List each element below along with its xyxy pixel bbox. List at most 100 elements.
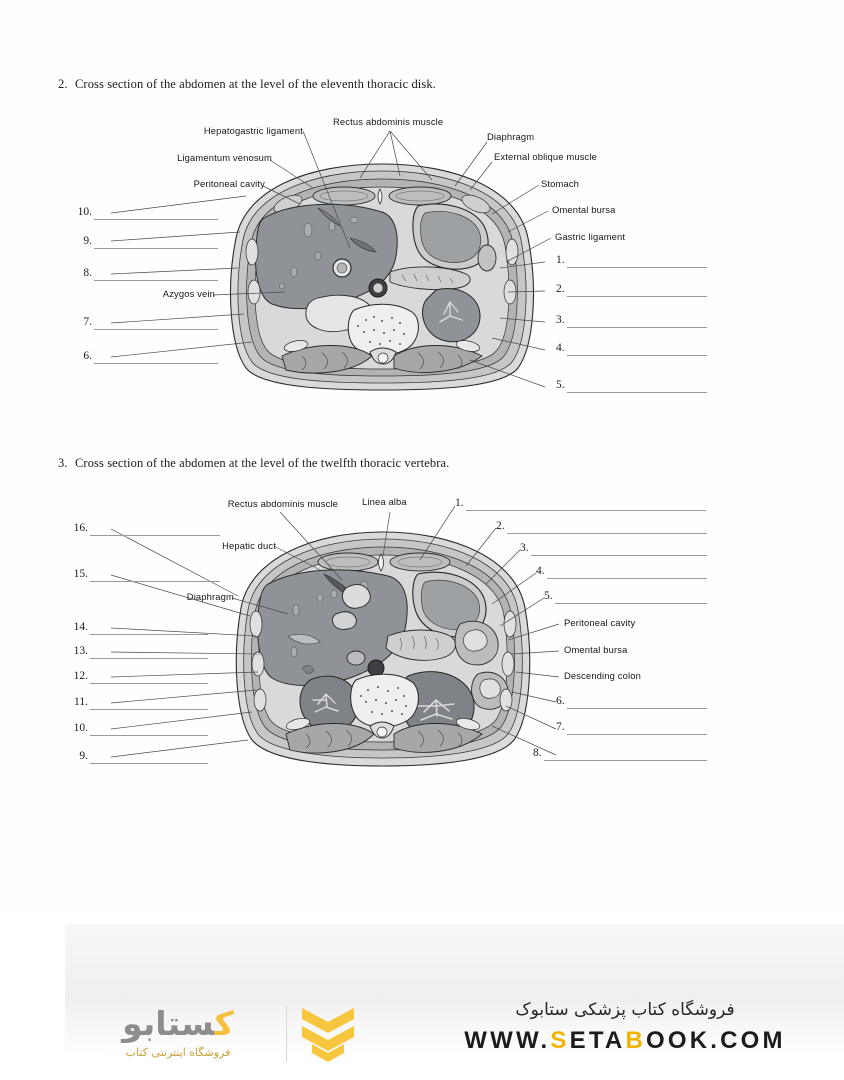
answer-rule-fig3-1[interactable] <box>465 509 706 511</box>
answer-rule-fig3-10[interactable] <box>90 734 208 736</box>
linea-alba-2 <box>377 188 383 205</box>
hepatic-vessel-3a <box>292 603 300 617</box>
pancreas <box>389 266 471 291</box>
answer-blank-fig2-7[interactable]: 7. <box>70 316 218 330</box>
answer-number-fig2-10: 10. <box>77 206 92 218</box>
answer-blank-fig3-10[interactable]: 10. <box>62 722 208 736</box>
answer-blank-fig3-7[interactable]: 7. <box>556 721 707 735</box>
answer-blank-fig2-2[interactable]: 2. <box>556 283 707 297</box>
label-linea-alba: Linea alba <box>362 496 407 507</box>
label-stomach: Stomach <box>541 178 580 189</box>
answer-rule-fig2-6[interactable] <box>94 362 218 364</box>
answer-number-fig3-7: 7. <box>556 721 565 733</box>
url-segment-0: WWW. <box>464 1027 551 1054</box>
answer-rule-fig3-7[interactable] <box>566 733 707 735</box>
hepatic-vessel-4 <box>314 251 322 261</box>
aorta-lumen <box>372 282 384 294</box>
footer-band <box>0 912 844 1080</box>
answer-blank-fig3-16[interactable]: 16. <box>62 522 220 536</box>
answer-blank-fig3-12[interactable]: 12. <box>62 670 208 684</box>
answer-blank-fig2-3[interactable]: 3. <box>556 314 707 328</box>
rib-right-3 <box>455 717 481 731</box>
answer-rule-fig3-15[interactable] <box>90 580 220 582</box>
label-external-oblique-muscle: External oblique muscle <box>494 151 597 162</box>
label-diaphragm-fig2: Diaphragm <box>487 131 535 142</box>
answer-rule-fig3-13[interactable] <box>90 657 208 659</box>
rib-lateral-left-3c <box>253 688 267 712</box>
answer-rule-fig2-5[interactable] <box>566 391 707 393</box>
footer-url[interactable]: WWW.SETABOOK.COM <box>430 1027 820 1055</box>
rectus-abdominis-right <box>388 186 452 206</box>
stomach-lumen <box>420 211 482 263</box>
figure-2-illustration <box>222 160 542 392</box>
spinal-cord-3 <box>376 726 388 738</box>
answer-rule-fig3-9[interactable] <box>90 762 208 764</box>
answer-blank-fig3-2[interactable]: 2. <box>496 520 707 534</box>
answer-blank-fig3-13[interactable]: 13. <box>62 645 208 659</box>
answer-rule-fig3-8[interactable] <box>543 759 707 761</box>
answer-blank-fig2-8[interactable]: 8. <box>70 267 218 281</box>
answer-rule-fig2-10[interactable] <box>94 218 218 220</box>
label-ligamentum-venosum: Ligamentum venosum <box>177 152 272 163</box>
answer-blank-fig3-4[interactable]: 4. <box>536 565 707 579</box>
answer-rule-fig3-16[interactable] <box>90 534 220 536</box>
answer-number-fig3-6: 6. <box>556 695 565 707</box>
answer-blank-fig3-11[interactable]: 11. <box>62 696 208 710</box>
question-2-number: 2. <box>58 77 68 91</box>
abdomen-cross-section-t11 <box>230 163 534 391</box>
answer-rule-fig3-3[interactable] <box>530 554 707 556</box>
answer-rule-fig2-8[interactable] <box>94 279 218 281</box>
back-muscle-striations-3 <box>305 729 463 749</box>
answer-rule-fig2-2[interactable] <box>566 295 707 297</box>
rib-lateral-right-1 <box>505 238 519 266</box>
answer-rule-fig2-7[interactable] <box>94 328 218 330</box>
answer-rule-fig3-5[interactable] <box>554 602 707 604</box>
answer-blank-fig2-10[interactable]: 10. <box>70 206 218 220</box>
logo-subtitle: فروشگاه اینترنتی کتاب <box>125 1046 231 1059</box>
logo-wordmark-main: ستابو <box>122 1004 216 1043</box>
answer-rule-fig3-14[interactable] <box>90 633 208 635</box>
answer-rule-fig3-11[interactable] <box>90 708 208 710</box>
answer-number-fig3-8: 8. <box>533 747 542 759</box>
pancreas-texture-3 <box>399 635 439 651</box>
trabecular-texture-3 <box>360 686 407 715</box>
answer-number-fig2-1: 1. <box>556 254 565 266</box>
logo-wordmark-accent: ک <box>214 1004 235 1043</box>
answer-rule-fig3-2[interactable] <box>506 532 707 534</box>
answer-rule-fig2-1[interactable] <box>566 266 707 268</box>
label-peritoneal-cavity-fig3: Peritoneal cavity <box>564 617 636 628</box>
answer-blank-fig2-1[interactable]: 1. <box>556 254 707 268</box>
label-peritoneal-cavity-fig2: Peritoneal cavity <box>193 178 265 189</box>
answer-number-fig3-4: 4. <box>536 565 545 577</box>
hepatic-vessel-1 <box>303 222 313 238</box>
answer-rule-fig2-4[interactable] <box>566 354 707 356</box>
answer-blank-fig3-3[interactable]: 3. <box>520 542 707 556</box>
answer-number-fig2-9: 9. <box>83 235 92 247</box>
answer-rule-fig3-4[interactable] <box>546 577 707 579</box>
bowel-lumen-1 <box>463 629 488 652</box>
portal-structure <box>349 237 377 253</box>
answer-rule-fig3-12[interactable] <box>90 682 208 684</box>
answer-blank-fig3-8[interactable]: 8. <box>533 747 707 761</box>
answer-blank-fig3-14[interactable]: 14. <box>62 621 208 635</box>
splenic-vessels <box>439 301 463 323</box>
answer-blank-fig2-4[interactable]: 4. <box>556 342 707 356</box>
answer-blank-fig3-6[interactable]: 6. <box>556 695 707 709</box>
answer-number-fig2-6: 6. <box>83 350 92 362</box>
logo-wordmark: کستابو <box>78 1002 278 1046</box>
trabecular-texture <box>357 316 405 345</box>
setabook-logo: کستابو فروشگاه اینترنتی کتاب <box>78 1002 354 1072</box>
answer-blank-fig3-9[interactable]: 9. <box>62 750 208 764</box>
answer-blank-fig3-5[interactable]: 5. <box>544 590 707 604</box>
rib-lateral-left-3b <box>251 651 265 677</box>
url-segment-2: ETA <box>569 1027 626 1054</box>
answer-rule-fig3-6[interactable] <box>566 707 707 709</box>
answer-rule-fig2-3[interactable] <box>566 326 707 328</box>
answer-blank-fig2-5[interactable]: 5. <box>556 379 707 393</box>
answer-blank-fig3-1[interactable]: 1. <box>455 497 706 511</box>
answer-rule-fig2-9[interactable] <box>94 247 218 249</box>
answer-blank-fig2-6[interactable]: 6. <box>70 350 218 364</box>
answer-blank-fig2-9[interactable]: 9. <box>70 235 218 249</box>
footer-gradient-band <box>65 924 844 1056</box>
answer-blank-fig3-15[interactable]: 15. <box>62 568 220 582</box>
